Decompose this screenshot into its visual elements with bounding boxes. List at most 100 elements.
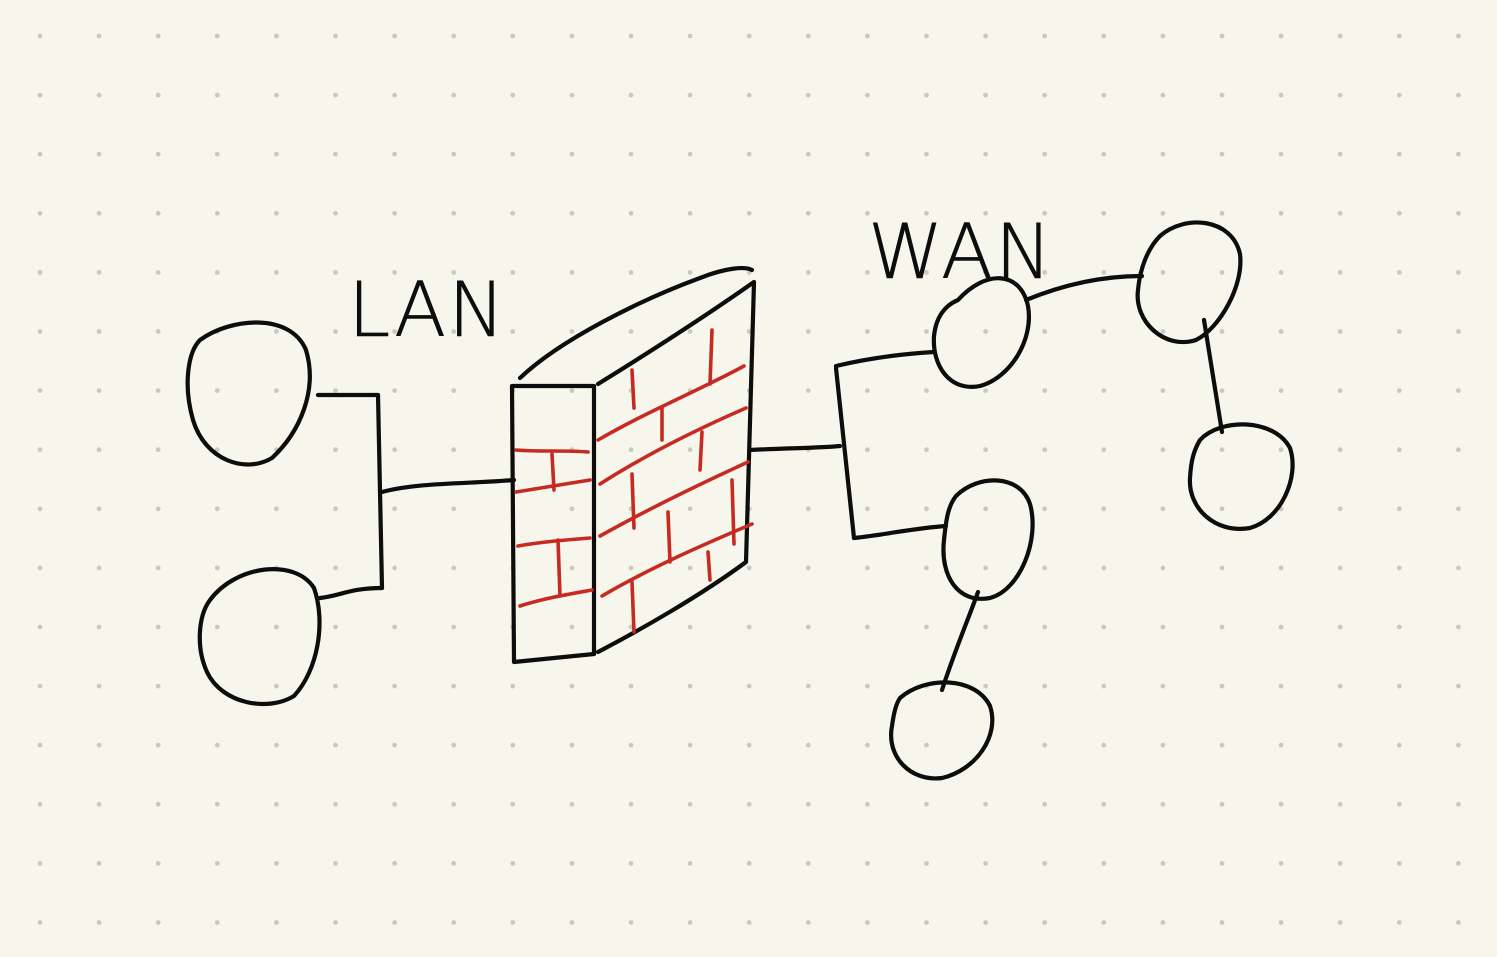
grid-dot <box>865 801 870 807</box>
grid-dot <box>1337 861 1343 866</box>
grid-dot <box>392 624 397 630</box>
grid-dot <box>274 151 279 157</box>
grid-dot <box>805 565 811 571</box>
grid-dot <box>155 270 161 275</box>
grid-dot <box>1219 801 1225 807</box>
grid-dot <box>155 92 161 98</box>
grid-dot <box>1278 33 1284 39</box>
grid-dot <box>1396 861 1402 866</box>
grid-dot <box>983 624 988 630</box>
grid-dot <box>628 92 634 98</box>
grid-dot <box>510 683 516 689</box>
grid-dot <box>687 801 693 807</box>
grid-dot <box>746 683 752 689</box>
grid-dot <box>37 861 43 866</box>
grid-dot <box>333 447 338 453</box>
grid-dot <box>1337 565 1343 571</box>
grid-dot <box>333 861 338 866</box>
grid-dot <box>451 920 457 925</box>
grid-dot <box>865 210 870 216</box>
grid-dot <box>865 329 870 334</box>
grid-dot <box>1396 33 1402 39</box>
grid-dot <box>1278 210 1284 216</box>
grid-dot <box>865 920 870 925</box>
grid-dot <box>1278 683 1284 689</box>
grid-dot <box>746 210 752 216</box>
grid-dot <box>392 565 397 571</box>
grid-dot <box>569 270 575 275</box>
grid-dot <box>1042 33 1048 39</box>
grid-dot <box>1219 270 1225 275</box>
grid-dot <box>96 447 102 453</box>
grid-dot <box>1337 33 1343 39</box>
grid-dot <box>510 33 516 39</box>
grid-dot <box>1337 683 1343 689</box>
grid-dot <box>333 624 338 630</box>
grid-dot <box>1042 506 1048 512</box>
grid-dot <box>924 388 929 393</box>
grid-dot <box>1042 210 1048 216</box>
grid-dot <box>983 151 988 157</box>
grid-dot <box>1456 801 1461 807</box>
grid-dot <box>1278 920 1284 925</box>
grid-dot <box>451 270 457 275</box>
grid-dot <box>1278 151 1284 157</box>
grid-dot <box>1101 270 1107 275</box>
grid-dot <box>628 801 634 807</box>
grid-dot <box>924 742 929 748</box>
grid-dot <box>1042 447 1048 453</box>
grid-dot <box>155 801 161 807</box>
grid-dot <box>510 329 516 334</box>
grid-dot <box>214 861 220 866</box>
grid-dot <box>1101 683 1107 689</box>
grid-dot <box>687 506 693 512</box>
lan-node-bottom <box>197 567 322 707</box>
grid-dot <box>1456 151 1461 157</box>
grid-dot <box>924 506 929 512</box>
grid-dot <box>1456 92 1461 98</box>
grid-dot <box>37 447 43 453</box>
grid-dot <box>1396 801 1402 807</box>
grid-dot <box>983 861 988 866</box>
grid-dot <box>1160 742 1166 748</box>
grid-dot <box>96 92 102 98</box>
grid-dot <box>1101 33 1107 39</box>
grid-dot <box>37 151 43 157</box>
grid-dot <box>1278 624 1284 630</box>
grid-dot <box>1278 92 1284 98</box>
grid-dot <box>1337 151 1343 157</box>
grid-dot <box>274 210 279 216</box>
grid-dot <box>1101 388 1107 393</box>
grid-dot <box>1042 151 1048 157</box>
grid-dot <box>392 506 397 512</box>
grid-dot <box>1396 920 1402 925</box>
lan-node-top <box>185 320 312 467</box>
grid-dot <box>333 801 338 807</box>
grid-dot <box>96 861 102 866</box>
grid-dot <box>1337 447 1343 453</box>
grid-dot <box>1219 565 1225 571</box>
grid-dot <box>1160 447 1166 453</box>
grid-dot <box>155 210 161 216</box>
grid-dot <box>1337 920 1343 925</box>
grid-dot <box>746 151 752 157</box>
grid-dot <box>1101 801 1107 807</box>
grid-dot <box>569 151 575 157</box>
grid-dot <box>214 388 220 393</box>
grid-dot <box>214 210 220 216</box>
grid-dot <box>155 151 161 157</box>
grid-dot <box>1219 447 1225 453</box>
grid-dot <box>37 624 43 630</box>
grid-dot <box>865 506 870 512</box>
grid-dot <box>1396 270 1402 275</box>
grid-dot <box>569 861 575 866</box>
grid-dot <box>983 329 988 334</box>
grid-dot <box>865 270 870 275</box>
grid-dot <box>37 506 43 512</box>
grid-dot <box>1396 565 1402 571</box>
grid-dot <box>37 801 43 807</box>
grid-dot <box>392 270 397 275</box>
grid-dot <box>96 506 102 512</box>
grid-dot <box>274 388 279 393</box>
grid-dot <box>392 329 397 334</box>
